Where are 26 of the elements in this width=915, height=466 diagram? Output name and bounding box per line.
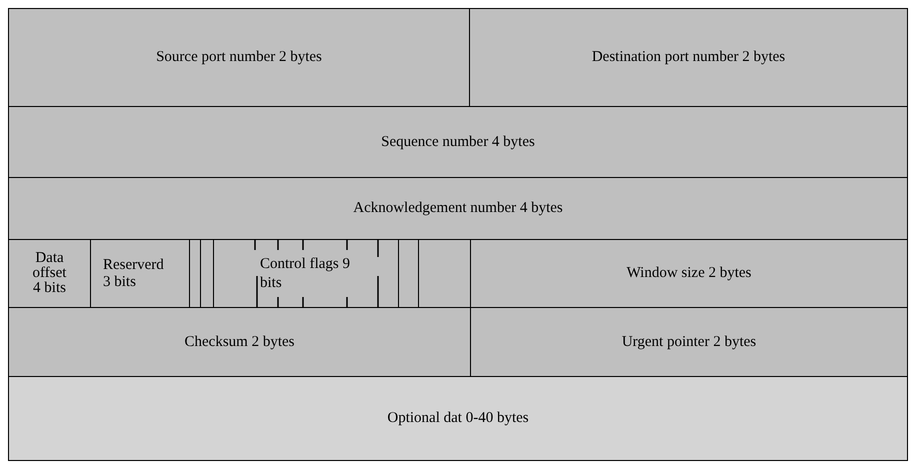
field-box <box>90 239 190 308</box>
field-box <box>8 177 908 240</box>
field-label: Data offset 4 bits <box>32 251 68 296</box>
empty-field-box <box>189 239 201 308</box>
empty-field-box <box>398 239 419 308</box>
field-box <box>213 239 399 308</box>
field-box <box>470 307 908 377</box>
field-label: Destination port number 2 bytes <box>592 49 786 66</box>
field-box <box>469 8 908 107</box>
empty-field-box <box>200 239 214 308</box>
empty-field-box <box>418 239 471 308</box>
field-label: Control flags 9 bits <box>260 254 351 292</box>
field-label: Checksum 2 bytes <box>184 334 294 350</box>
field-label: Reserverd 3 bits <box>103 256 165 290</box>
field-label: Optional dat 0-40 bytes <box>387 410 529 427</box>
field-box <box>8 239 91 308</box>
field-label: Sequence number 4 bytes <box>381 134 535 150</box>
field-label: Acknowledgement number 4 bytes <box>353 200 563 217</box>
field-label: Urgent pointer 2 bytes <box>622 334 756 350</box>
field-box <box>8 376 908 461</box>
field-box <box>470 239 908 308</box>
field-box <box>8 106 908 178</box>
field-label: Source port number 2 bytes <box>156 49 322 66</box>
field-label: Window size 2 bytes <box>626 265 752 282</box>
field-box <box>8 307 471 377</box>
field-box <box>8 8 470 107</box>
